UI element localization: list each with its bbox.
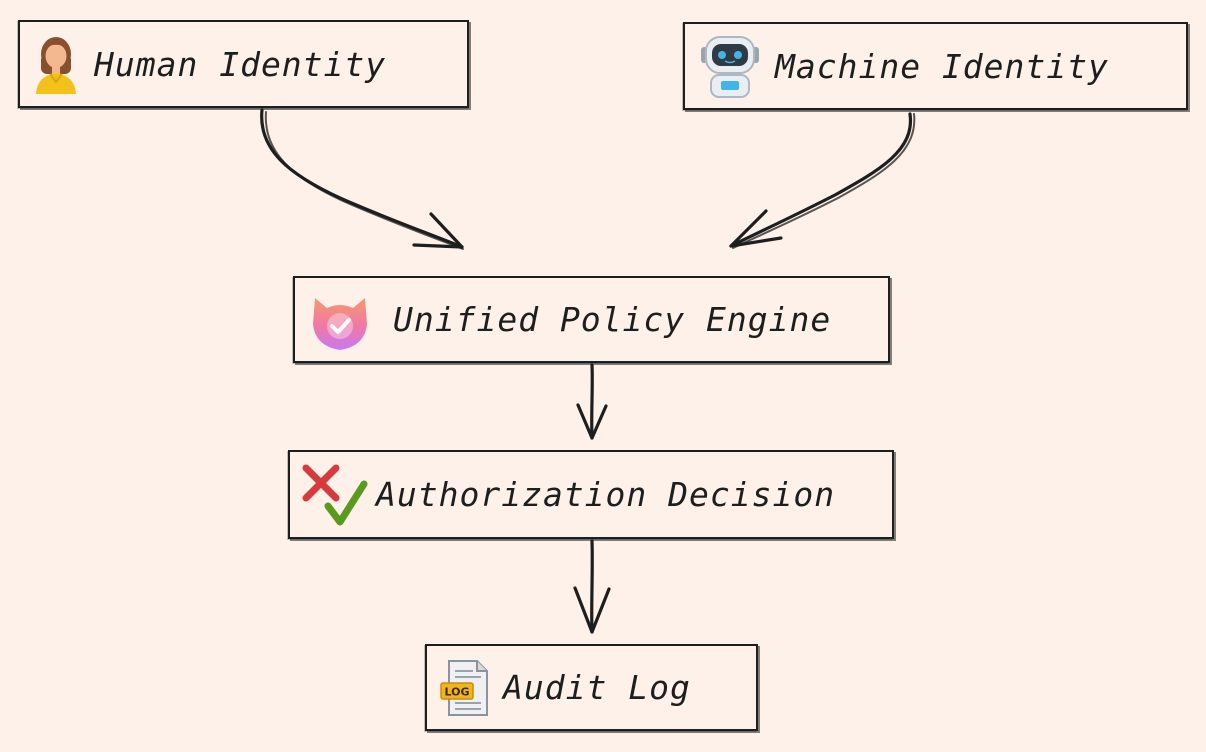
node-unified-policy-engine: Unified Policy Engine (293, 276, 890, 363)
edge-engine-to-decision (576, 363, 608, 440)
edge-decision-to-audit (573, 539, 611, 634)
person-icon (36, 37, 76, 94)
cross-check-icon (302, 464, 368, 525)
node-machine-identity: Machine Identity (683, 22, 1188, 110)
audit-log-label: Audit Log (503, 668, 691, 707)
node-authorization-decision: Authorization Decision (288, 450, 894, 539)
log-icon-text: LOG (445, 685, 470, 698)
human-identity-label: Human Identity (94, 44, 387, 84)
edge-human-to-engine (260, 108, 464, 250)
machine-identity-label: Machine Identity (775, 46, 1109, 86)
shield-check-icon (313, 297, 367, 350)
robot-icon (701, 36, 759, 98)
node-audit-log: LOG Audit Log (425, 644, 758, 731)
policy-engine-label: Unified Policy Engine (393, 300, 832, 339)
log-document-icon: LOG (440, 659, 488, 716)
node-human-identity: Human Identity (18, 20, 469, 108)
authorization-decision-label: Authorization Decision (376, 475, 836, 514)
edge-machine-to-engine (729, 112, 916, 249)
